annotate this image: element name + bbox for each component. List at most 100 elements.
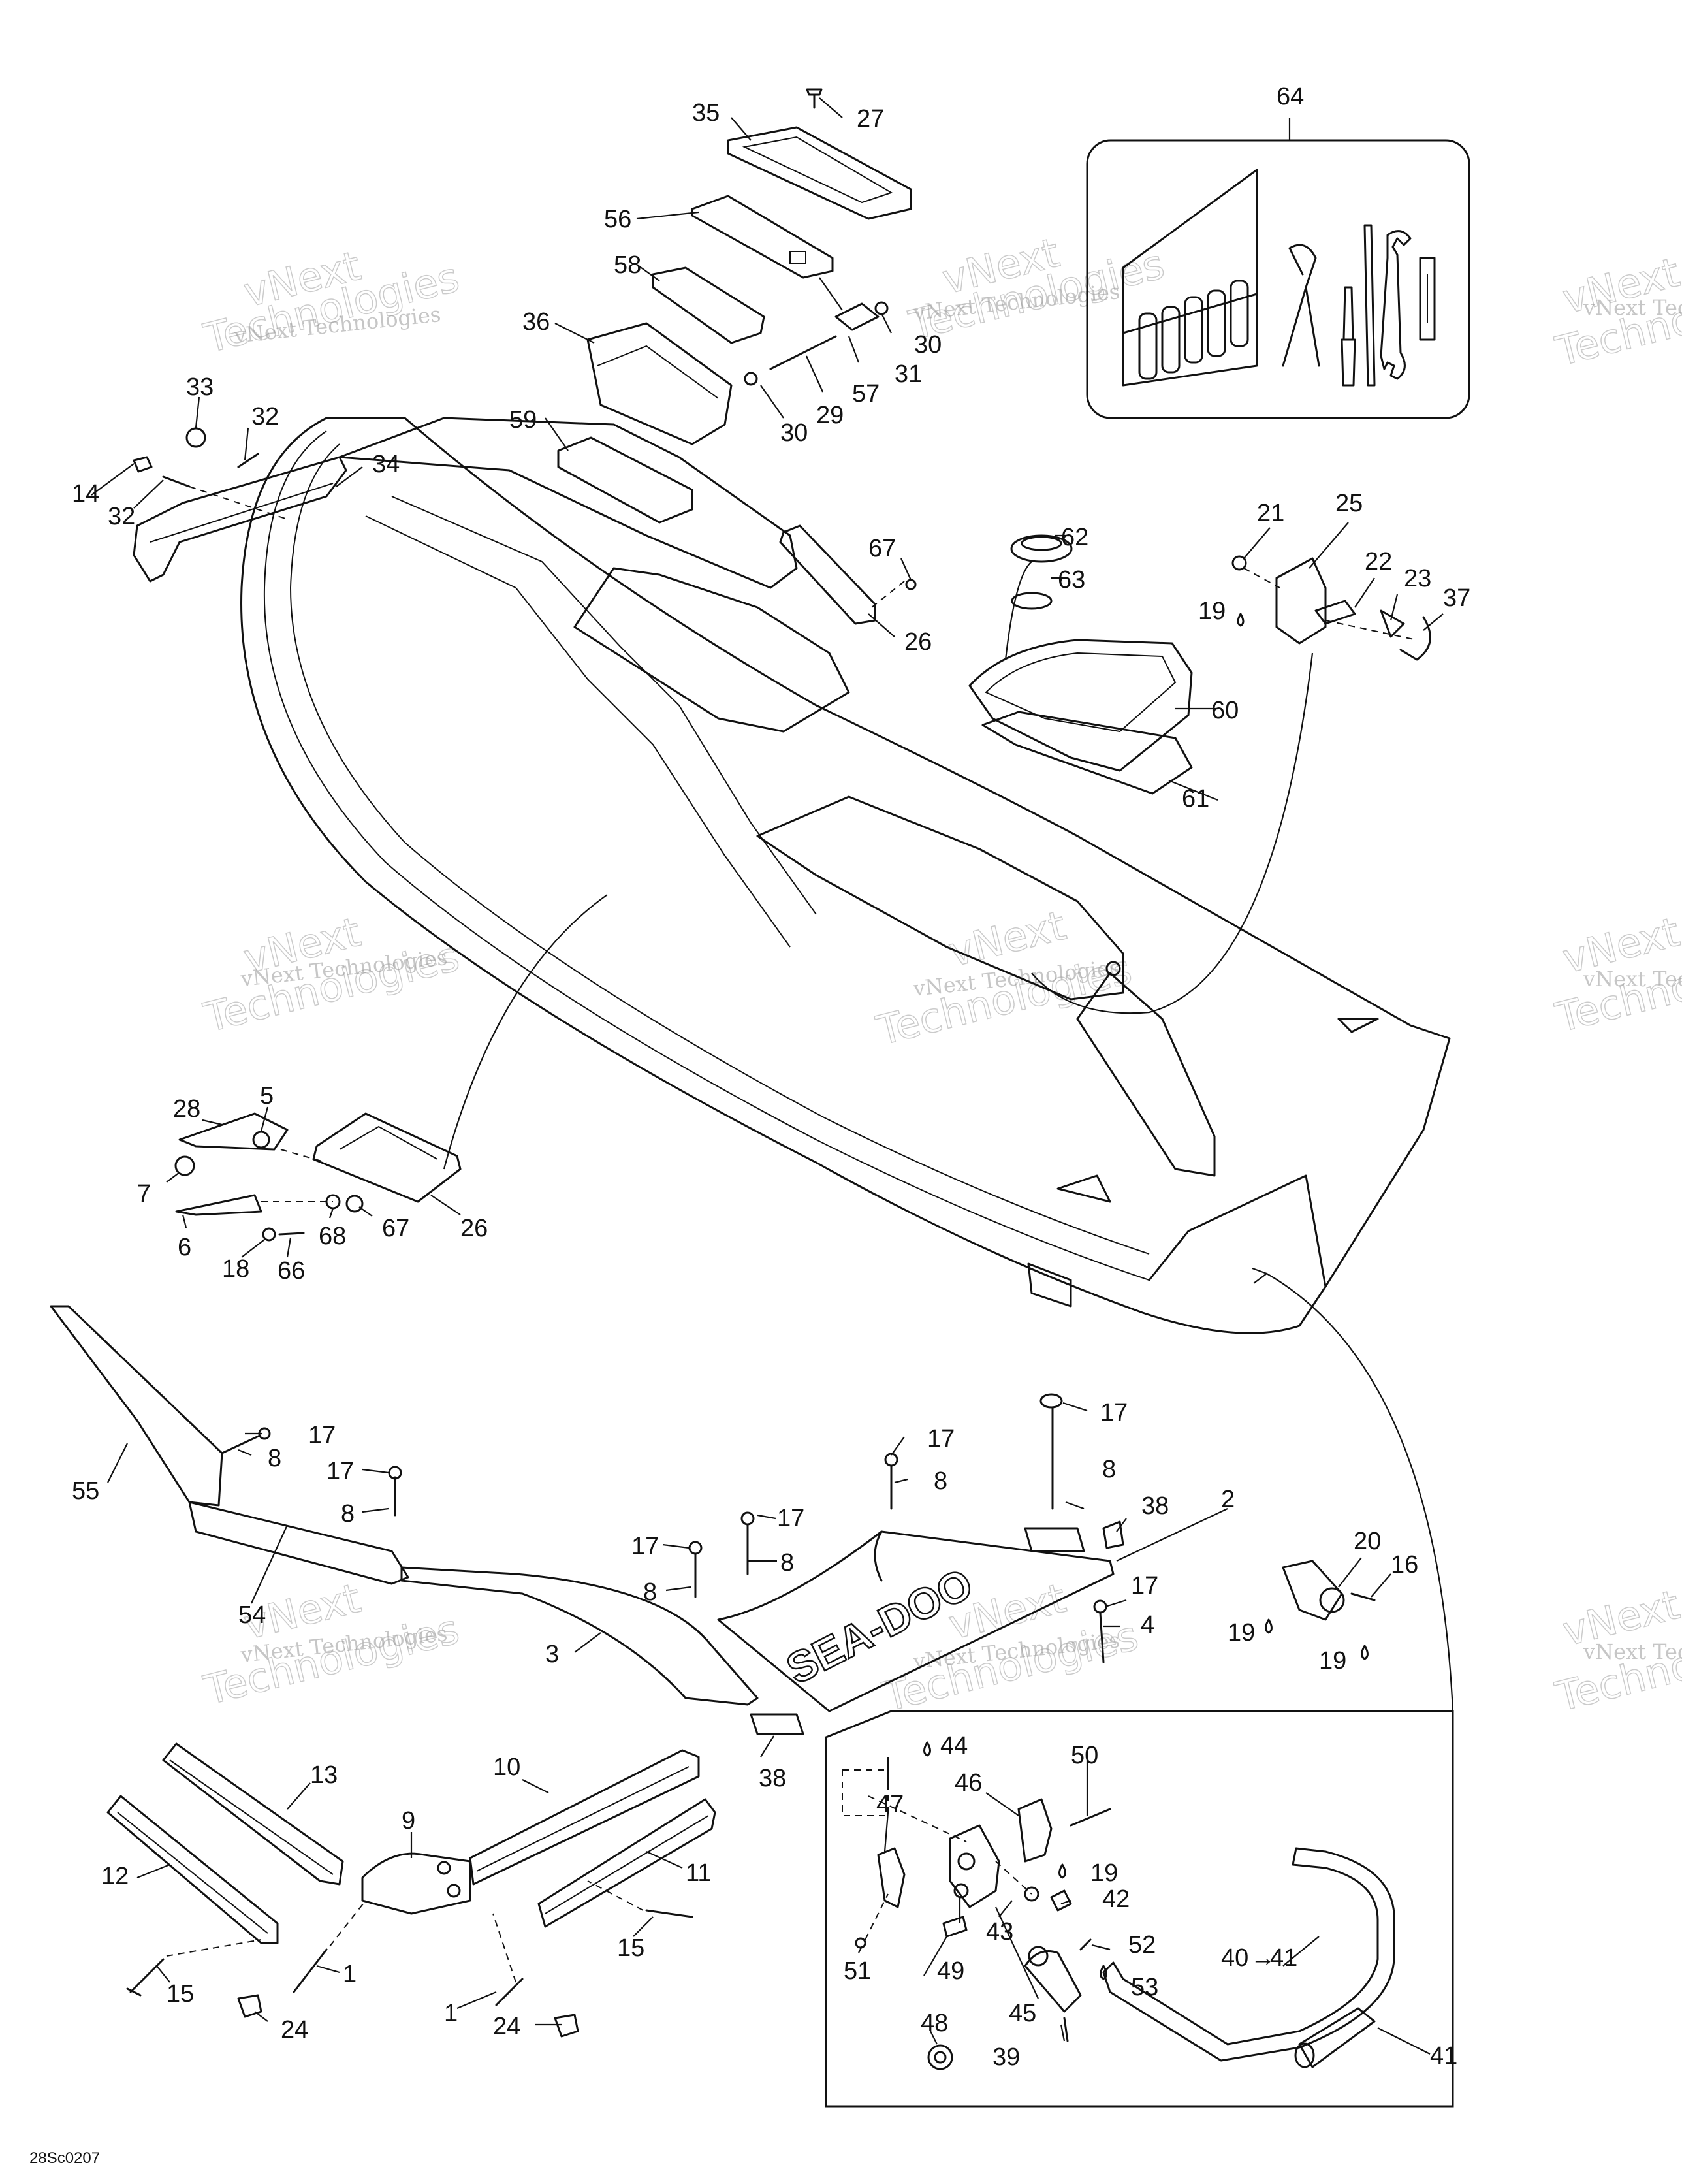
ladder-plate [877,1847,906,1908]
vent-cover [312,1112,462,1203]
watermarks: vNext Technologies vNext Technologies vN… [198,228,1682,1721]
plug-cap-icon [237,1994,262,2018]
callout-19: 19 [1198,598,1226,625]
callout-62: 62 [1061,524,1088,551]
callout-64: 64 [1277,83,1304,110]
watermark-small: vNext Technologies [1583,1639,1682,1664]
side-vent-group [174,894,608,1242]
washer-icon [262,1227,276,1242]
nut-icon [1050,1889,1072,1912]
gasket-ring-icon [1011,592,1053,610]
spark-plug-wrench-icon [1419,257,1436,341]
callout-15: 15 [167,1980,194,2008]
tool-rod-icon [1363,224,1376,387]
fitting-nut-icon [1319,1587,1345,1613]
bumper-strip-upper-right [469,1749,700,1886]
callout-52: 52 [1128,1931,1156,1959]
washer-icon [744,372,758,386]
callout-1: 1 [444,2000,458,2027]
rear-deck-fin [1076,972,1216,1177]
callout-5: 5 [260,1082,274,1110]
callout-23: 23 [1404,565,1431,592]
callout-11: 11 [686,1859,711,1887]
callout-68: 68 [319,1223,346,1250]
rivet-icon [126,1958,165,1997]
rivet-icon [495,1978,524,2006]
washer-icon [1024,1886,1039,1902]
eye-bolt [1399,616,1431,661]
callout-42: 42 [1102,1886,1130,1913]
callout-14: 14 [72,480,99,507]
deck-vent [1056,1174,1111,1203]
callout-22: 22 [1365,548,1392,575]
screw-icon [806,88,823,109]
storage-compartment [968,639,1193,772]
callout-25: 25 [1335,490,1363,517]
callout-48: 48 [921,2010,948,2037]
storage-gasket [691,195,834,279]
drawing-code: 28Sc0207 [29,2149,100,2167]
tool-pouch [1122,293,1258,387]
nut-icon [1231,555,1247,571]
callout-17: 17 [326,1458,354,1485]
rivet-icon [645,1909,693,1918]
callout-41: 41 [1430,2042,1457,2070]
callout-31: 31 [895,361,922,388]
bracket-plate [1275,557,1327,645]
latch-icon [834,302,880,331]
callout-2: 2 [1221,1486,1235,1513]
spacer-icon [942,1916,968,1938]
callout-8: 8 [643,1579,657,1606]
screw-icon [278,1232,305,1236]
pliers-icon [1282,244,1320,367]
storage-bin [586,322,733,445]
watermark-small: vNext Technologies [1583,967,1682,991]
grease-drop-icon [1237,613,1245,627]
callout-46: 46 [955,1769,982,1797]
callout-38: 38 [759,1765,786,1792]
bumper-corner [361,1852,471,1915]
callout-58: 58 [614,251,641,279]
storage-seal [652,266,765,344]
callout-67: 67 [868,535,896,562]
callout-34: 34 [372,451,400,478]
bumper-strip-lower [106,1795,279,1944]
callout-43: 43 [986,1918,1013,1946]
callout-33: 33 [186,374,214,401]
bumper-strip-lower-right [537,1798,716,1928]
callout-29: 29 [816,402,844,429]
boarding-ladder-frame [825,1710,1454,2108]
grease-drop-icon [1058,1863,1066,1879]
callout-38: 38 [1141,1492,1169,1520]
rear-reboarding-opening [1027,1262,1072,1308]
callout-8: 8 [1102,1456,1116,1483]
screw-icon [237,453,259,468]
callout-15: 15 [617,1935,644,1962]
decal-small [750,1713,804,1735]
callout-16: 16 [1391,1551,1418,1579]
bumper-group [106,1742,716,2038]
deck-outline [240,417,1451,1334]
rear-step [1148,1174,1327,1288]
callout-17: 17 [631,1533,659,1560]
callout-60: 60 [1211,697,1239,724]
leader-lines [91,97,1444,2055]
callout-17: 17 [1100,1399,1128,1426]
washer-icon [252,1131,270,1149]
callout-26: 26 [904,628,932,656]
callout-45: 45 [1009,2000,1036,2027]
decal-brand-panel [717,1530,1115,1712]
boarding-handle [1102,1847,1395,2062]
fin-blade [178,1112,289,1151]
callout-26: 26 [460,1215,488,1242]
callout-10: 10 [493,1754,520,1781]
callout-50: 50 [1071,1742,1098,1769]
wrench-icon [1380,230,1412,380]
callout-19: 19 [1228,1619,1255,1646]
leader-line [1266,1273,1454,1712]
callout-17: 17 [1131,1572,1158,1599]
nut-icon [1380,609,1405,638]
fin-blade [175,1194,262,1216]
screwdriver-icon [1341,286,1356,387]
washer-icon [855,1937,866,1949]
